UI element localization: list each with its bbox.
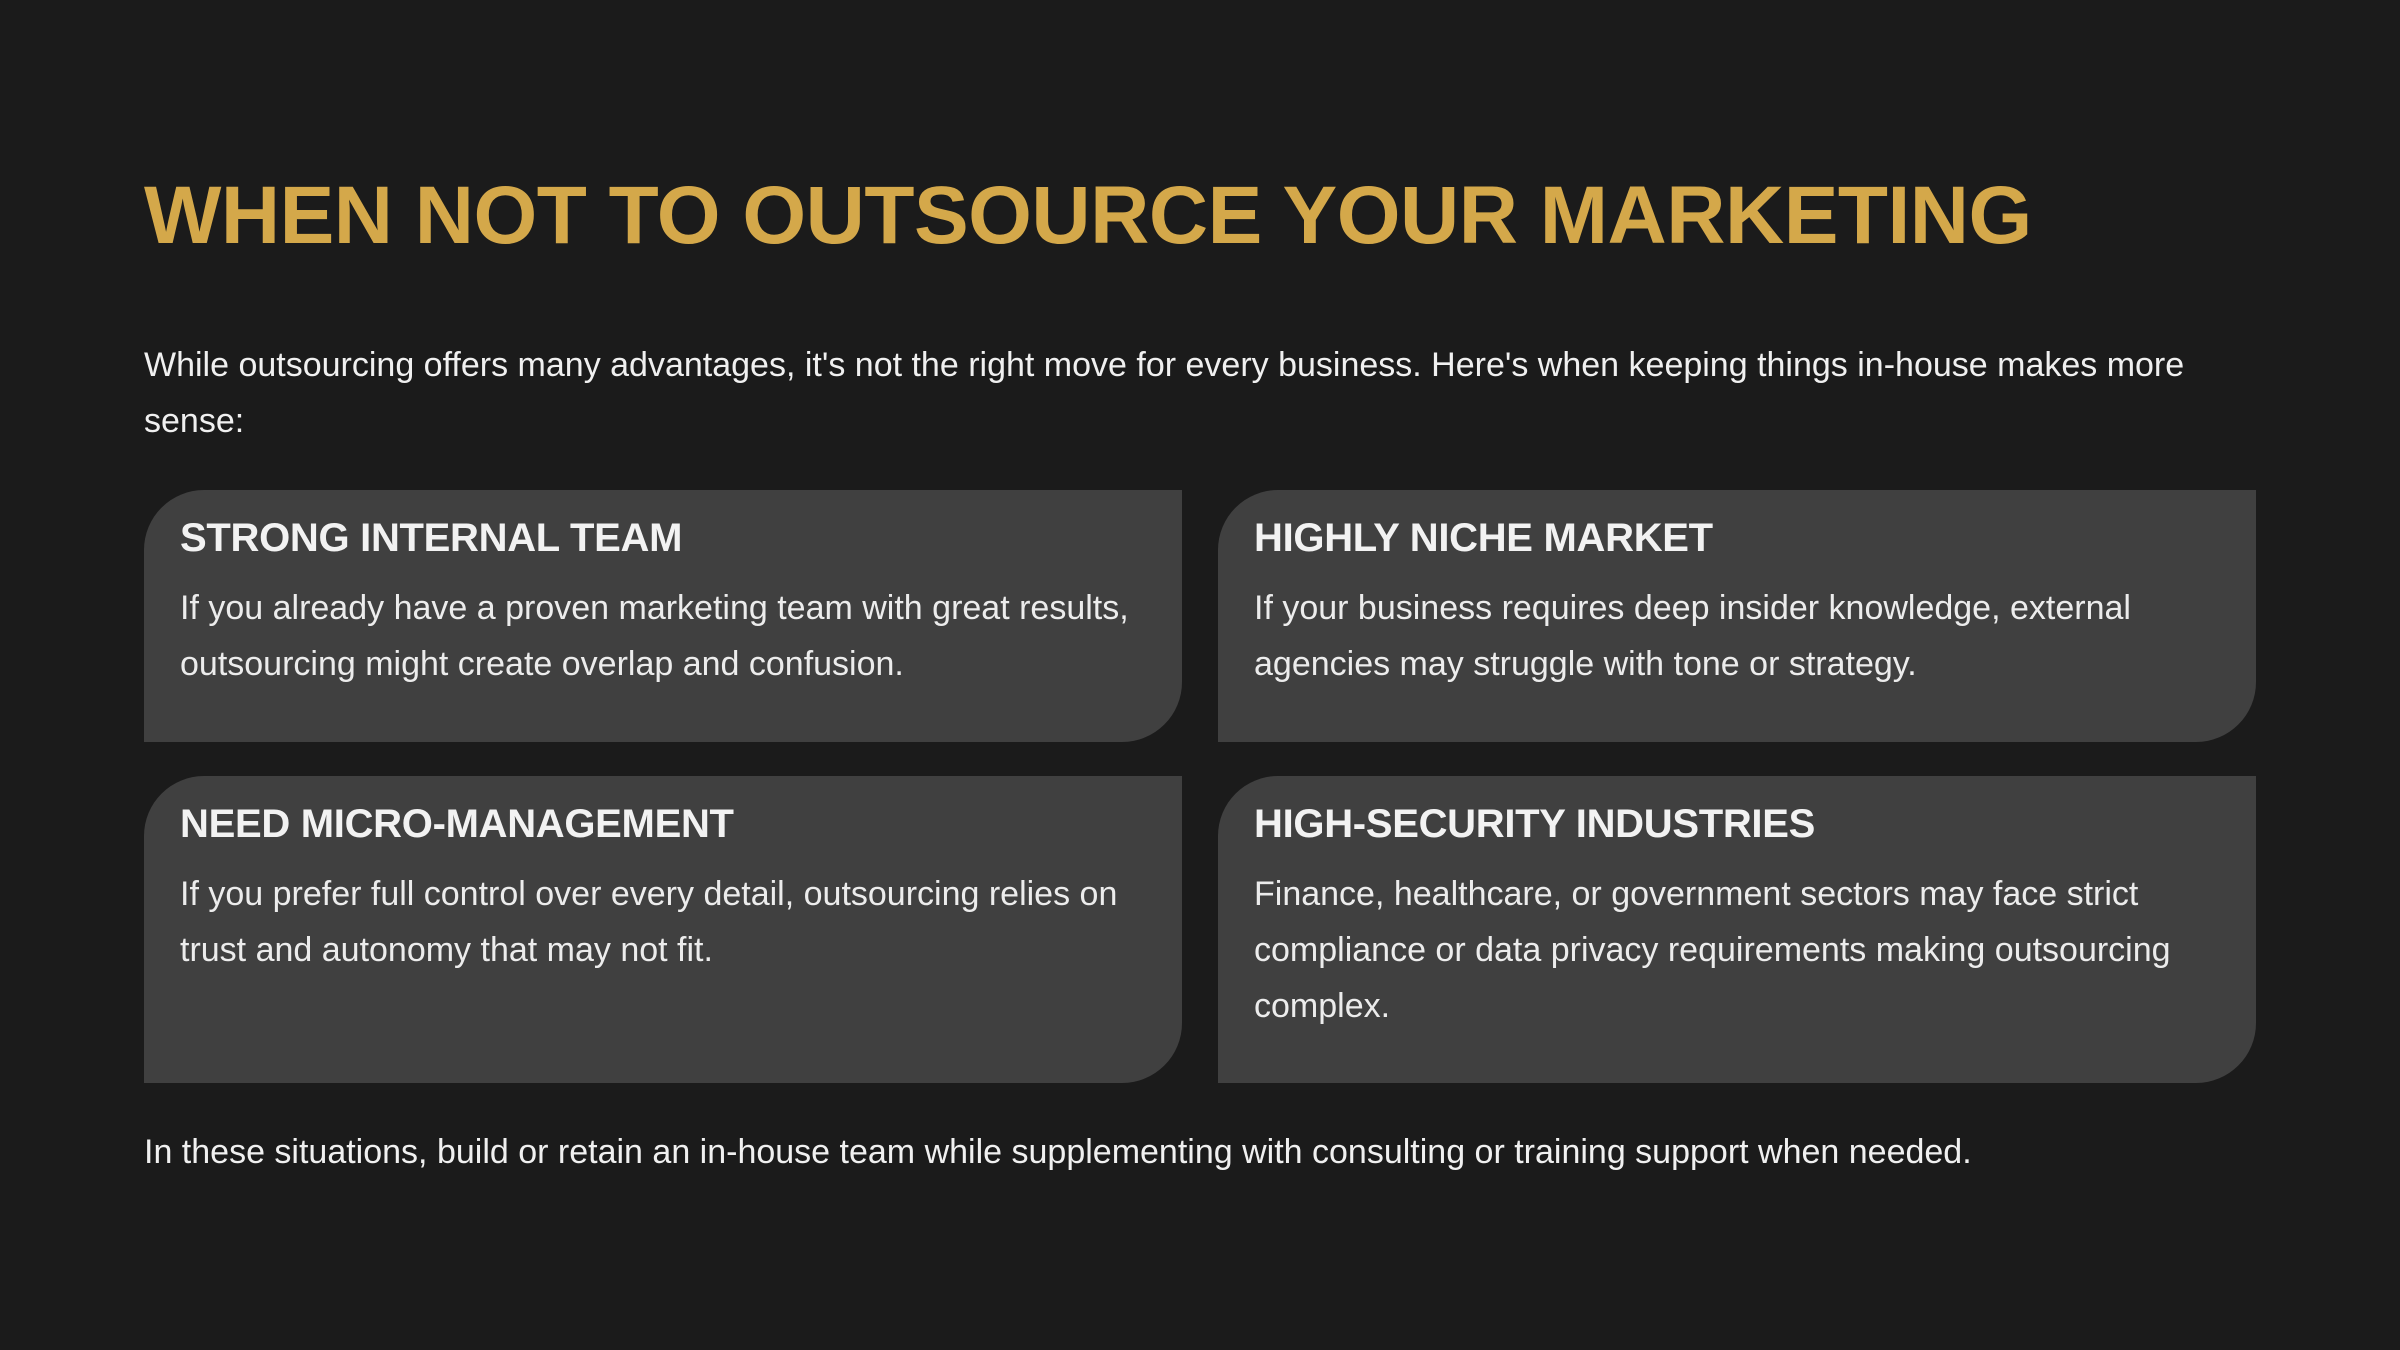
card-body: If you already have a proven marketing t… — [180, 589, 1129, 683]
card-high-security-industries: HIGH-SECURITY INDUSTRIES Finance, health… — [1218, 776, 2256, 1083]
card-heading: NEED MICRO-MANAGEMENT — [180, 802, 734, 846]
card-need-micro-management: NEED MICRO-MANAGEMENT If you prefer full… — [144, 776, 1182, 1083]
card-highly-niche-market: HIGHLY NICHE MARKET If your business req… — [1218, 490, 2256, 742]
card-heading: STRONG INTERNAL TEAM — [180, 516, 683, 560]
card-strong-internal-team: STRONG INTERNAL TEAM If you already have… — [144, 490, 1182, 742]
intro-paragraph: While outsourcing offers many advantages… — [144, 346, 2185, 440]
card-body: If your business requires deep insider k… — [1254, 589, 2131, 683]
card-body: Finance, healthcare, or government secto… — [1254, 875, 2171, 1025]
page-title: WHEN NOT TO OUTSOURCE YOUR MARKETING — [144, 170, 2032, 261]
card-body: If you prefer full control over every de… — [180, 875, 1118, 969]
footer-note: In these situations, build or retain an … — [144, 1133, 1972, 1171]
card-heading: HIGHLY NICHE MARKET — [1254, 516, 1713, 560]
card-heading: HIGH-SECURITY INDUSTRIES — [1254, 802, 1816, 846]
